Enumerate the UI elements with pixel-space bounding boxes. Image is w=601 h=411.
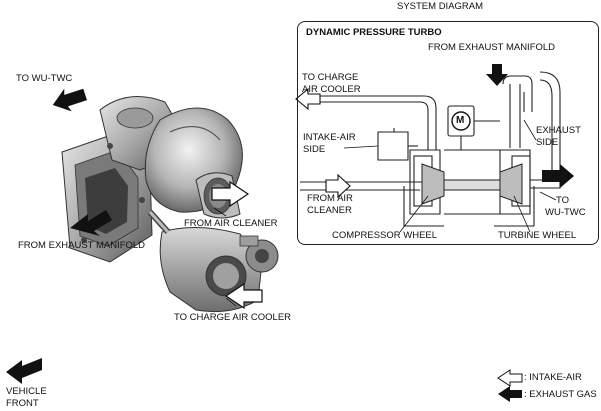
sd-from-air-line1: FROM AIR (307, 193, 353, 204)
intake-out-arrow (224, 282, 263, 310)
sd-exhaust-side-line1: EXHAUST (536, 125, 581, 136)
vehicle-front-icon (6, 358, 42, 384)
sd-to-charge-line1: TO CHARGE (302, 72, 359, 83)
sd-turbine-wheel: TURBINE WHEEL (498, 230, 577, 241)
leader-intake-side (343, 145, 379, 149)
exhaust-in-arrow (70, 210, 112, 236)
sd-title: DYNAMIC PRESSURE TURBO (306, 27, 442, 38)
leader-charge-air (225, 297, 237, 307)
system-schematic (300, 71, 561, 227)
legend-exhaust-gas: : EXHAUST GAS (524, 389, 597, 400)
legend-exhaust-arrow (498, 386, 522, 402)
sd-wu-twc-line2: WU-TWC (545, 207, 586, 218)
sd-intake-out-arrow (295, 87, 321, 111)
label-front: FRONT (6, 398, 39, 409)
turbine-wheel-shape (499, 163, 523, 205)
label-to-charge-air-cooler: TO CHARGE AIR COOLER (174, 312, 292, 323)
sd-intake-side-line1: INTAKE-AIR (303, 132, 356, 143)
label-to-wu-twc: TO WU-TWC (16, 73, 73, 84)
sd-from-exhaust-manifold: FROM EXHAUST MANIFOLD (428, 42, 556, 53)
leader-wu-twc (539, 191, 557, 201)
system-diagram-heading: SYSTEM DIAGRAM (397, 1, 484, 12)
leader-turbine-wheel (513, 195, 531, 233)
exhaust-out-arrow (52, 88, 87, 112)
sd-to-charge-line2: AIR COOLER (302, 84, 361, 95)
legend-intake-air: : INTAKE-AIR (524, 372, 582, 383)
sd-intake-in-arrow (325, 173, 351, 199)
compressor-wheel-shape (421, 163, 445, 205)
label-from-exhaust-manifold: FROM EXHAUST MANIFOLD (18, 240, 146, 251)
label-from-air-cleaner: FROM AIR CLEANER (184, 218, 278, 229)
intake-in-arrow (211, 180, 250, 208)
leader-air-cleaner (213, 207, 227, 217)
sd-compressor-wheel: COMPRESSOR WHEEL (332, 230, 438, 241)
legend-intake-arrow (497, 369, 523, 387)
leader-compressor-wheel (399, 195, 429, 233)
motor-symbol: M (456, 115, 465, 126)
sd-exhaust-out-arrow (542, 164, 574, 188)
system-diagram-box (297, 21, 599, 245)
leader-exhaust-side (523, 119, 537, 141)
sd-exhaust-side-line2: SIDE (536, 137, 559, 148)
sd-to-line1: TO (556, 195, 570, 206)
turbocharger-illustration (61, 96, 279, 313)
sd-exhaust-in-arrow (486, 64, 508, 86)
sd-from-air-line2: CLEANER (307, 205, 352, 216)
motor-icon (451, 111, 471, 131)
sd-intake-side-line2: SIDE (303, 144, 326, 155)
shaft (443, 179, 501, 191)
label-vehicle: VEHICLE (6, 386, 47, 397)
